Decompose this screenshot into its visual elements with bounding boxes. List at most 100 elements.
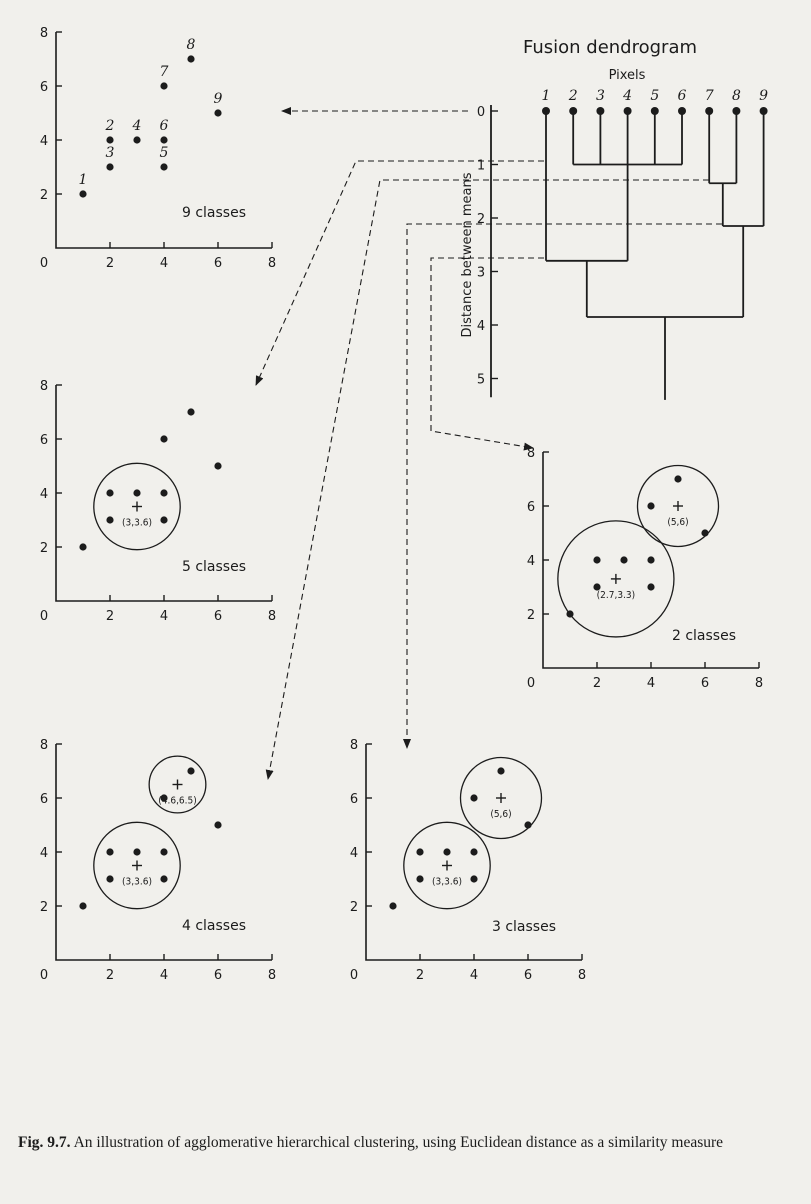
class-count-label: 4 classes xyxy=(182,918,246,934)
x-tick-label: 2 xyxy=(106,256,114,271)
arrow-to-4-classes xyxy=(265,179,709,780)
y-tick-label: 8 xyxy=(350,738,358,753)
data-point xyxy=(106,875,114,883)
x-tick-label: 8 xyxy=(268,609,276,624)
axes xyxy=(55,32,272,249)
y-tick-label: 2 xyxy=(40,188,48,203)
figure-caption: Fig. 9.7. An illustration of agglomerati… xyxy=(18,1133,798,1153)
x-tick-label: 6 xyxy=(214,256,222,271)
y-tick-label: 4 xyxy=(527,554,535,569)
point-label: 6 xyxy=(160,118,169,134)
cluster-circle xyxy=(557,520,675,638)
y-tick-label: 8 xyxy=(40,738,48,753)
cluster-circle xyxy=(93,821,181,910)
data-point xyxy=(416,848,424,856)
data-point xyxy=(133,848,141,856)
class-count-label: 3 classes xyxy=(492,919,556,935)
data-point xyxy=(214,109,222,117)
y-tick-label: 6 xyxy=(40,80,48,95)
y-tick-label: 8 xyxy=(40,26,48,41)
point-label: 8 xyxy=(187,37,196,53)
data-point xyxy=(647,502,655,510)
x-tick-label: 8 xyxy=(578,968,586,983)
x-tick-label: 4 xyxy=(470,968,478,983)
y-tick-label: 6 xyxy=(40,433,48,448)
point-label: 4 xyxy=(132,118,142,134)
dendrogram-y-label: Distance between means xyxy=(460,172,475,337)
cluster-mean-label: (3,3.6) xyxy=(122,518,152,529)
cluster-mean-label: (4.6,6.5) xyxy=(158,796,196,807)
point-label: 1 xyxy=(79,172,88,188)
cluster-circle xyxy=(148,755,207,814)
dendrogram-leaf-label: 5 xyxy=(650,88,659,104)
dendrogram-leaf-label: 4 xyxy=(622,88,632,104)
data-point xyxy=(470,794,478,802)
x-tick-label: 2 xyxy=(593,676,601,691)
data-point xyxy=(187,408,195,416)
data-point xyxy=(214,821,222,829)
dendrogram-y-tick-label: 5 xyxy=(477,373,485,388)
axes xyxy=(365,744,582,961)
x-tick-label: 2 xyxy=(106,609,114,624)
class-count-label: 9 classes xyxy=(182,205,246,221)
x-tick-label: 4 xyxy=(160,256,168,271)
data-point xyxy=(647,556,655,564)
x-tick-label: 6 xyxy=(701,676,709,691)
data-point xyxy=(389,902,397,910)
point-label: 9 xyxy=(214,91,223,107)
x-tick-label: 2 xyxy=(416,968,424,983)
dendrogram-leaf-label: 1 xyxy=(542,88,551,104)
y-tick-label: 2 xyxy=(527,608,535,623)
axes xyxy=(55,385,272,602)
data-point xyxy=(160,82,168,90)
x-tick-label: 8 xyxy=(268,256,276,271)
x-tick-label: 6 xyxy=(214,609,222,624)
cluster-mean-label: (5,6) xyxy=(667,517,688,528)
scatter-panels: 0 2 4 6 8 2 4 6 8 1 2 3 4 5 6 7 8 9 9 classes 0 2 4 6 8 2 4 6 8 (3,3… xyxy=(40,26,763,983)
y-tick-label: 2 xyxy=(40,541,48,556)
y-tick-label: 6 xyxy=(40,792,48,807)
dendrogram-y-tick-label: 2 xyxy=(477,212,485,227)
cluster-mean-label: (3,3.6) xyxy=(432,877,462,888)
caption-text: An illustration of agglomerative hierarc… xyxy=(73,1134,724,1151)
data-point xyxy=(133,136,141,144)
data-point xyxy=(187,55,195,63)
x-tick-label: 0 xyxy=(350,968,358,983)
arrow-to-5-classes xyxy=(255,160,544,386)
data-point xyxy=(160,489,168,497)
dendrogram-y-tick-label: 3 xyxy=(477,266,485,281)
dendrogram-leaf-label: 9 xyxy=(759,88,768,104)
dendrogram-subtitle: Pixels xyxy=(609,68,646,83)
dendrogram-leaf-label: 3 xyxy=(596,88,605,104)
x-tick-label: 8 xyxy=(755,676,763,691)
data-point xyxy=(416,875,424,883)
x-tick-label: 6 xyxy=(524,968,532,983)
data-point xyxy=(187,767,195,775)
x-tick-label: 4 xyxy=(160,609,168,624)
data-point xyxy=(647,583,655,591)
x-tick-label: 8 xyxy=(268,968,276,983)
x-tick-label: 0 xyxy=(40,968,48,983)
data-point xyxy=(160,163,168,171)
data-point xyxy=(443,848,451,856)
y-tick-label: 6 xyxy=(527,500,535,515)
cluster-circle xyxy=(93,462,181,551)
data-point xyxy=(106,489,114,497)
dendrogram-y-tick-label: 1 xyxy=(477,159,485,174)
arrow-to-3-classes xyxy=(403,223,722,749)
data-point xyxy=(160,136,168,144)
dendrogram-leaf-label: 7 xyxy=(705,88,714,104)
y-tick-label: 4 xyxy=(350,846,358,861)
arrow-to-2-classes xyxy=(430,257,544,451)
data-point xyxy=(106,163,114,171)
axes xyxy=(55,744,272,961)
data-point xyxy=(160,435,168,443)
data-point xyxy=(160,516,168,524)
